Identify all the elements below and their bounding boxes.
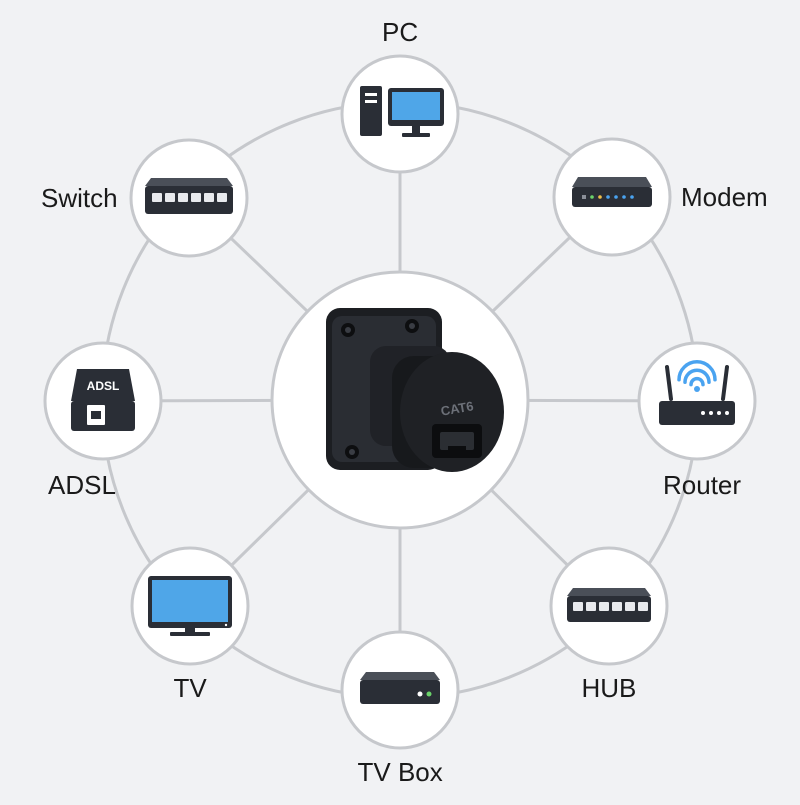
center-label: CAT6: [440, 398, 475, 418]
device-node-adsl: ADSL: [43, 341, 163, 461]
label-adsl: ADSL: [48, 469, 116, 500]
adsl-icon: ADSL: [71, 369, 135, 431]
pc-icon: [360, 86, 444, 137]
adsl-badge-text: ADSL: [87, 379, 120, 393]
label-hub: HUB: [581, 672, 637, 703]
label-modem: Modem: [681, 181, 768, 212]
router-icon: [659, 360, 735, 425]
label-switch: Switch: [41, 182, 118, 213]
device-node-modem: [552, 137, 672, 257]
tv-box-icon: [360, 672, 440, 704]
device-node-hub: [549, 546, 669, 666]
device-node-router: [637, 341, 757, 461]
modem-icon: [572, 177, 652, 207]
device-node-tv: [130, 546, 250, 666]
tv-icon: [148, 576, 232, 636]
label-tvbox: TV Box: [357, 756, 443, 787]
device-node-pc: [340, 54, 460, 174]
label-router: Router: [663, 469, 742, 500]
switch-icon: [145, 178, 233, 214]
label-pc: PC: [382, 16, 419, 47]
hub-icon: [567, 588, 651, 622]
device-node-tvbox: [340, 630, 460, 750]
center-node: CAT6: [270, 270, 530, 530]
cat6-coupler-icon: CAT6: [326, 308, 504, 472]
device-node-switch: [129, 138, 249, 258]
label-tv: TV: [173, 672, 207, 703]
